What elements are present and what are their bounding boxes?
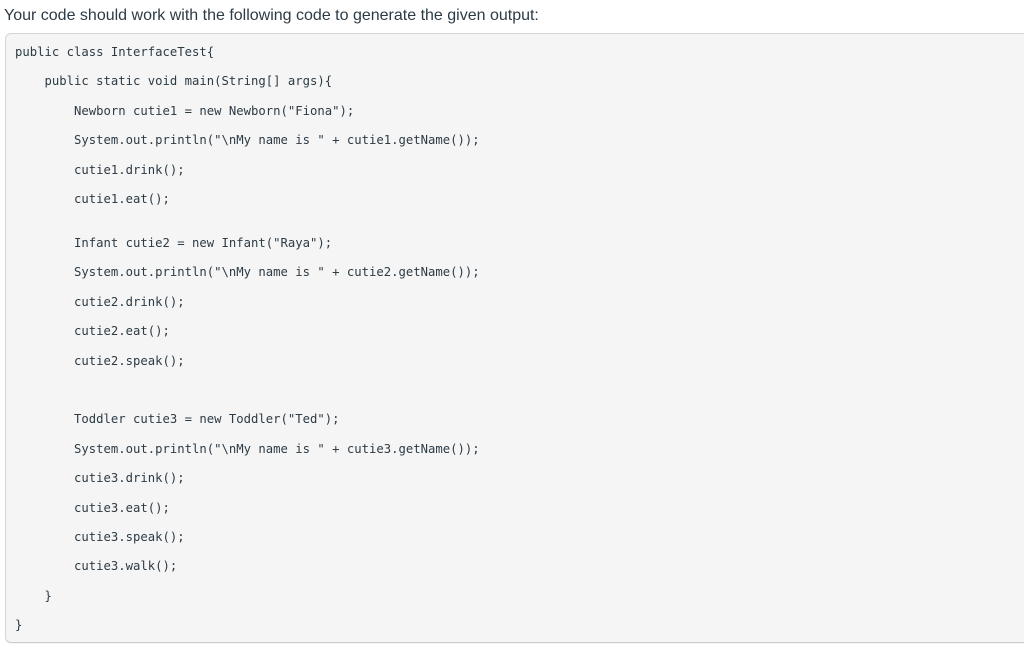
code-line: } xyxy=(15,618,23,633)
code-line: System.out.println("\nMy name is " + cut… xyxy=(15,133,480,148)
code-line: cutie2.speak(); xyxy=(15,353,185,368)
code-line: cutie3.drink(); xyxy=(15,471,185,486)
code-blank-line xyxy=(15,214,1024,229)
code-line: cutie3.eat(); xyxy=(15,500,170,515)
code-line: public static void main(String[] args){ xyxy=(15,74,333,89)
code-line: System.out.println("\nMy name is " + cut… xyxy=(15,441,480,456)
code-line: cutie2.eat(); xyxy=(15,324,170,339)
code-line: cutie1.eat(); xyxy=(15,191,170,206)
code-blank-line xyxy=(15,376,1024,391)
code-line: Infant cutie2 = new Infant("Raya"); xyxy=(15,236,333,251)
code-line: } xyxy=(15,588,52,603)
code-line: public class InterfaceTest{ xyxy=(15,45,215,59)
code-line: cutie3.speak(); xyxy=(15,529,185,544)
code-line: cutie2.drink(); xyxy=(15,294,185,309)
code-line: Newborn cutie1 = new Newborn("Fiona"); xyxy=(15,103,355,118)
code-line: cutie1.drink(); xyxy=(15,162,185,177)
code-block: public class InterfaceTest{ public stati… xyxy=(5,33,1024,644)
code-line: System.out.println("\nMy name is " + cut… xyxy=(15,265,480,280)
question-prompt: Your code should work with the following… xyxy=(4,7,539,24)
code-line: cutie3.walk(); xyxy=(15,559,178,574)
code-blank-line xyxy=(15,391,1024,406)
code-line: Toddler cutie3 = new Toddler("Ted"); xyxy=(15,412,340,427)
